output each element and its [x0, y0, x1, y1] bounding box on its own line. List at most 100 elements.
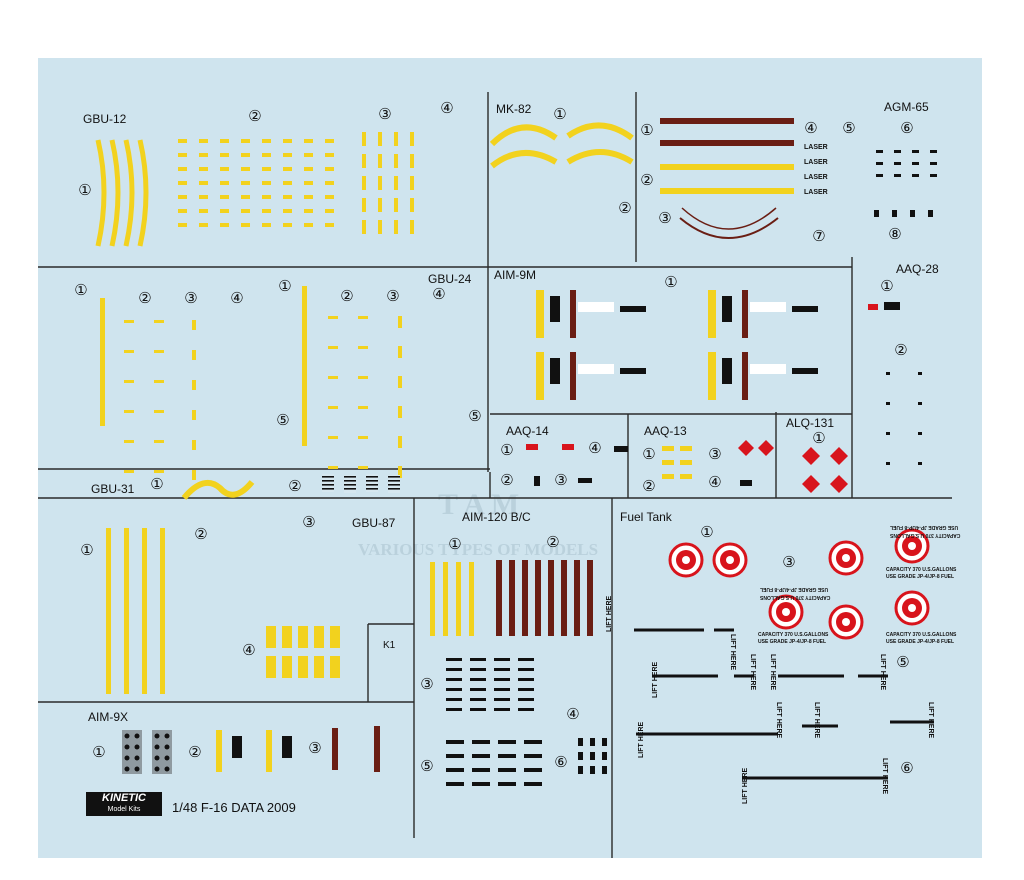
aim120-stencil	[498, 782, 516, 786]
laser-text: LASER	[804, 144, 828, 151]
marker-4: ④	[588, 440, 602, 457]
aim9m-data-plate	[750, 364, 786, 374]
gbu12-tag	[262, 209, 271, 213]
aim120-stencil	[524, 740, 542, 744]
kinetic-logo-sub: Model Kits	[107, 806, 141, 813]
gbu12-tag	[178, 167, 187, 171]
aim9m-band	[536, 290, 544, 338]
gbu12-tag	[283, 223, 292, 227]
agm65-figure	[892, 210, 897, 217]
aim120-stencil	[518, 678, 534, 681]
marker-3: ③	[554, 472, 568, 489]
lift-here-text: LIFT HERE	[769, 654, 776, 691]
aim120-stencil	[498, 768, 516, 772]
agm65-figure	[910, 210, 915, 217]
gbu12-tag	[199, 223, 208, 227]
marker-2: ②	[500, 472, 514, 489]
fuel-caption: USE GRADE JP-4/JP-8 FUEL	[758, 639, 827, 645]
kinetic-logo: KINETIC Model Kits	[86, 792, 162, 816]
aim9x-dot	[164, 755, 170, 761]
laser-text: LASER	[804, 189, 828, 196]
gbu12-stripe	[109, 139, 121, 247]
aim9m-band	[708, 290, 716, 338]
title-gbu31: GBU-31	[91, 482, 135, 496]
aim120-stencil	[470, 698, 486, 701]
gbu12-tag	[304, 195, 313, 199]
marker-4: ④	[804, 120, 818, 137]
agm65-band	[660, 164, 794, 170]
agm65-figure	[874, 210, 879, 217]
marker-3: ③	[308, 740, 322, 757]
k1-label: K1	[383, 640, 396, 651]
fuel-roundel	[842, 554, 850, 562]
alq131-diamond	[802, 475, 820, 493]
marker-5: ⑤	[468, 408, 482, 425]
gbu87-tag	[330, 626, 340, 648]
gbu12-block	[362, 220, 366, 234]
fuel-roundel	[908, 604, 916, 612]
gbu12-block	[410, 176, 414, 190]
mk82-arc	[490, 149, 558, 169]
aim9x-dot	[164, 744, 170, 750]
aim120-stencil	[524, 754, 542, 758]
aim120-stencil	[446, 658, 462, 661]
aim9m-band	[708, 352, 716, 400]
gbu31-stencil-line	[344, 484, 356, 486]
aim120-stencil	[470, 658, 486, 661]
gbu12-block	[378, 198, 382, 212]
aaq28-dot	[886, 402, 890, 405]
gbu12-tag	[178, 223, 187, 227]
aim9m-label	[550, 296, 560, 322]
aim120-stencil	[446, 740, 464, 744]
aim120-stencil	[518, 658, 534, 661]
gbu24-tag	[154, 440, 164, 443]
marker-1: ①	[640, 122, 654, 139]
aim120-stripe	[430, 562, 435, 636]
aim120-stencil	[470, 678, 486, 681]
gbu12-tag	[304, 181, 313, 185]
title-aaq28: AAQ-28	[896, 262, 939, 276]
agm65-stencil	[894, 174, 901, 177]
aaq28-dot	[886, 432, 890, 435]
gbu24-tag	[328, 346, 338, 349]
gbu12-tag	[199, 139, 208, 143]
gbu31-curve	[181, 479, 255, 500]
title-aaq14: AAQ-14	[506, 424, 549, 438]
gbu12-block	[394, 132, 398, 146]
gbu24-block	[398, 436, 402, 448]
fuel-caption: USE GRADE JP-4/JP-8 FUEL	[886, 639, 955, 645]
marker-2: ②	[188, 744, 202, 761]
aim120-figure	[602, 752, 607, 760]
aim120-stencil	[472, 782, 490, 786]
decal-artwork	[38, 92, 952, 858]
agm65-stencil	[876, 162, 883, 165]
gbu31-stencil-line	[366, 480, 378, 482]
gbu12-block	[394, 220, 398, 234]
gbu12-tag	[304, 223, 313, 227]
fuel-roundel	[682, 556, 690, 564]
gbu12-tag	[220, 167, 229, 171]
gbu24-block	[398, 406, 402, 418]
fuel-caption: CAPACITY 370 U.S.GALLONS	[890, 532, 961, 538]
aim9x-dot	[124, 755, 130, 761]
gbu12-tag	[262, 153, 271, 157]
aim9x-dot	[134, 744, 140, 750]
aim120-stencil	[446, 668, 462, 671]
gbu12-tag	[220, 139, 229, 143]
aim120-figure	[590, 738, 595, 746]
aim9x-dot	[164, 733, 170, 739]
gbu31-stencil-line	[344, 476, 356, 478]
gbu31-stencil-line	[344, 480, 356, 482]
lift-here-text: LIFT HERE	[881, 758, 888, 795]
aim9x-dot	[154, 744, 160, 750]
gbu24-tag	[328, 316, 338, 319]
agm65-band	[660, 188, 794, 194]
gbu12-tag	[241, 139, 250, 143]
aaq28-marking	[884, 302, 900, 310]
aaq14-marking	[562, 444, 574, 450]
gbu12-block	[362, 176, 366, 190]
gbu12-tag	[262, 139, 271, 143]
aim9m-band	[536, 352, 544, 400]
marker-4: ④	[242, 642, 256, 659]
gbu12-block	[378, 220, 382, 234]
